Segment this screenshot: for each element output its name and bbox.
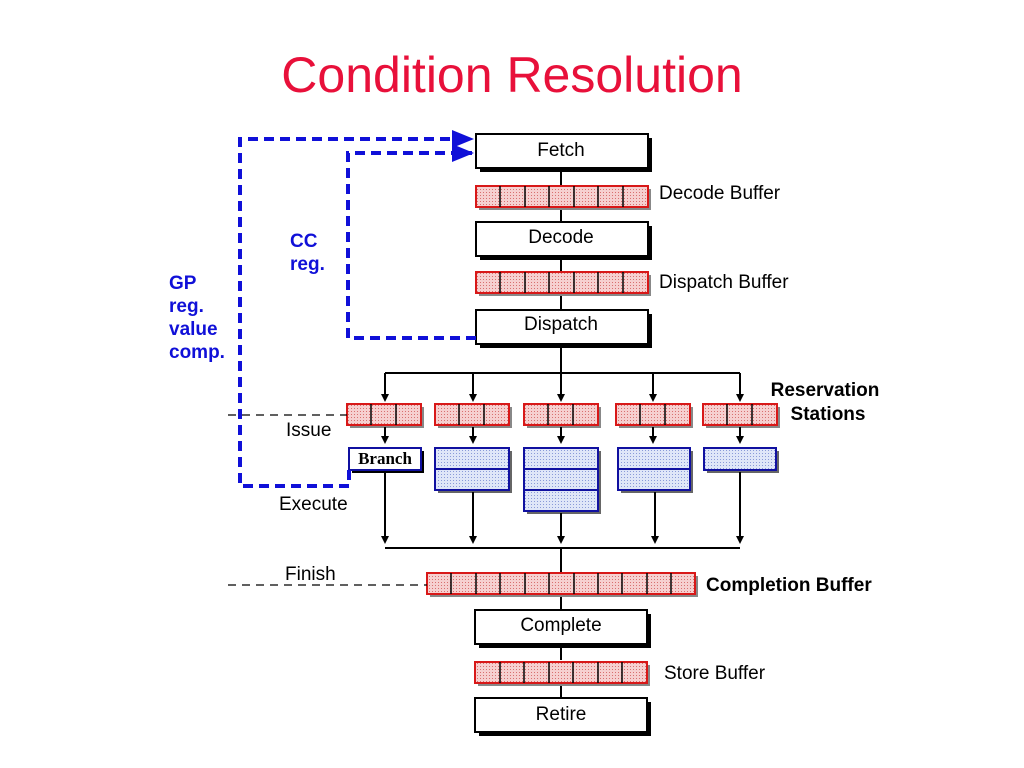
finish-label: Finish xyxy=(285,564,336,585)
issue-label: Issue xyxy=(286,420,331,441)
reservation-station-branch xyxy=(346,403,424,428)
store-buffer xyxy=(474,661,650,686)
completion-buffer-label: Completion Buffer xyxy=(706,575,872,596)
stage-fetch: Fetch xyxy=(475,133,652,172)
dispatch-buffer-label: Dispatch Buffer xyxy=(659,272,789,293)
stage-complete-label: Complete xyxy=(520,615,601,636)
stage-fetch-label: Fetch xyxy=(537,140,585,161)
reservation-stations-label-line1: Reservation xyxy=(771,380,880,401)
stage-dispatch-label: Dispatch xyxy=(524,314,598,335)
issue-arrows xyxy=(381,427,744,444)
stage-retire-label: Retire xyxy=(536,704,587,725)
stage-retire: Retire xyxy=(474,697,651,736)
gp-reg-label-line3: value xyxy=(169,319,218,340)
stage-dispatch: Dispatch xyxy=(475,309,652,348)
reservation-stations-label-line2: Stations xyxy=(791,404,866,425)
unit-branch: Branch xyxy=(348,447,424,473)
cc-reg-feedback-path xyxy=(346,144,476,340)
result-bus xyxy=(381,472,744,549)
gp-reg-label-line1: GP xyxy=(169,273,197,294)
decode-buffer xyxy=(475,185,651,210)
completion-buffer xyxy=(426,572,698,597)
cc-reg-label-line2: reg. xyxy=(290,254,325,275)
cc-reg-label-line1: CC xyxy=(290,231,318,252)
stage-decode-label: Decode xyxy=(528,227,594,248)
reservation-station-3 xyxy=(523,403,601,428)
unit-5 xyxy=(703,447,779,473)
unit-2 xyxy=(434,447,512,493)
unit-branch-label: Branch xyxy=(358,449,412,468)
gp-reg-label-line2: reg. xyxy=(169,296,204,317)
unit-3 xyxy=(523,447,601,514)
execute-label: Execute xyxy=(279,494,348,515)
dispatch-bus xyxy=(381,372,744,402)
unit-4 xyxy=(617,447,693,493)
reservation-station-5 xyxy=(702,403,780,428)
decode-buffer-label: Decode Buffer xyxy=(659,183,781,204)
stage-complete: Complete xyxy=(474,609,651,648)
slide-title: Condition Resolution xyxy=(281,47,743,103)
gp-reg-feedback-path xyxy=(238,130,474,488)
gp-reg-label-line4: comp. xyxy=(169,342,225,363)
dispatch-buffer xyxy=(475,271,651,296)
reservation-station-4 xyxy=(615,403,693,428)
store-buffer-label: Store Buffer xyxy=(664,663,766,684)
reservation-station-2 xyxy=(434,403,512,428)
stage-decode: Decode xyxy=(475,221,652,260)
